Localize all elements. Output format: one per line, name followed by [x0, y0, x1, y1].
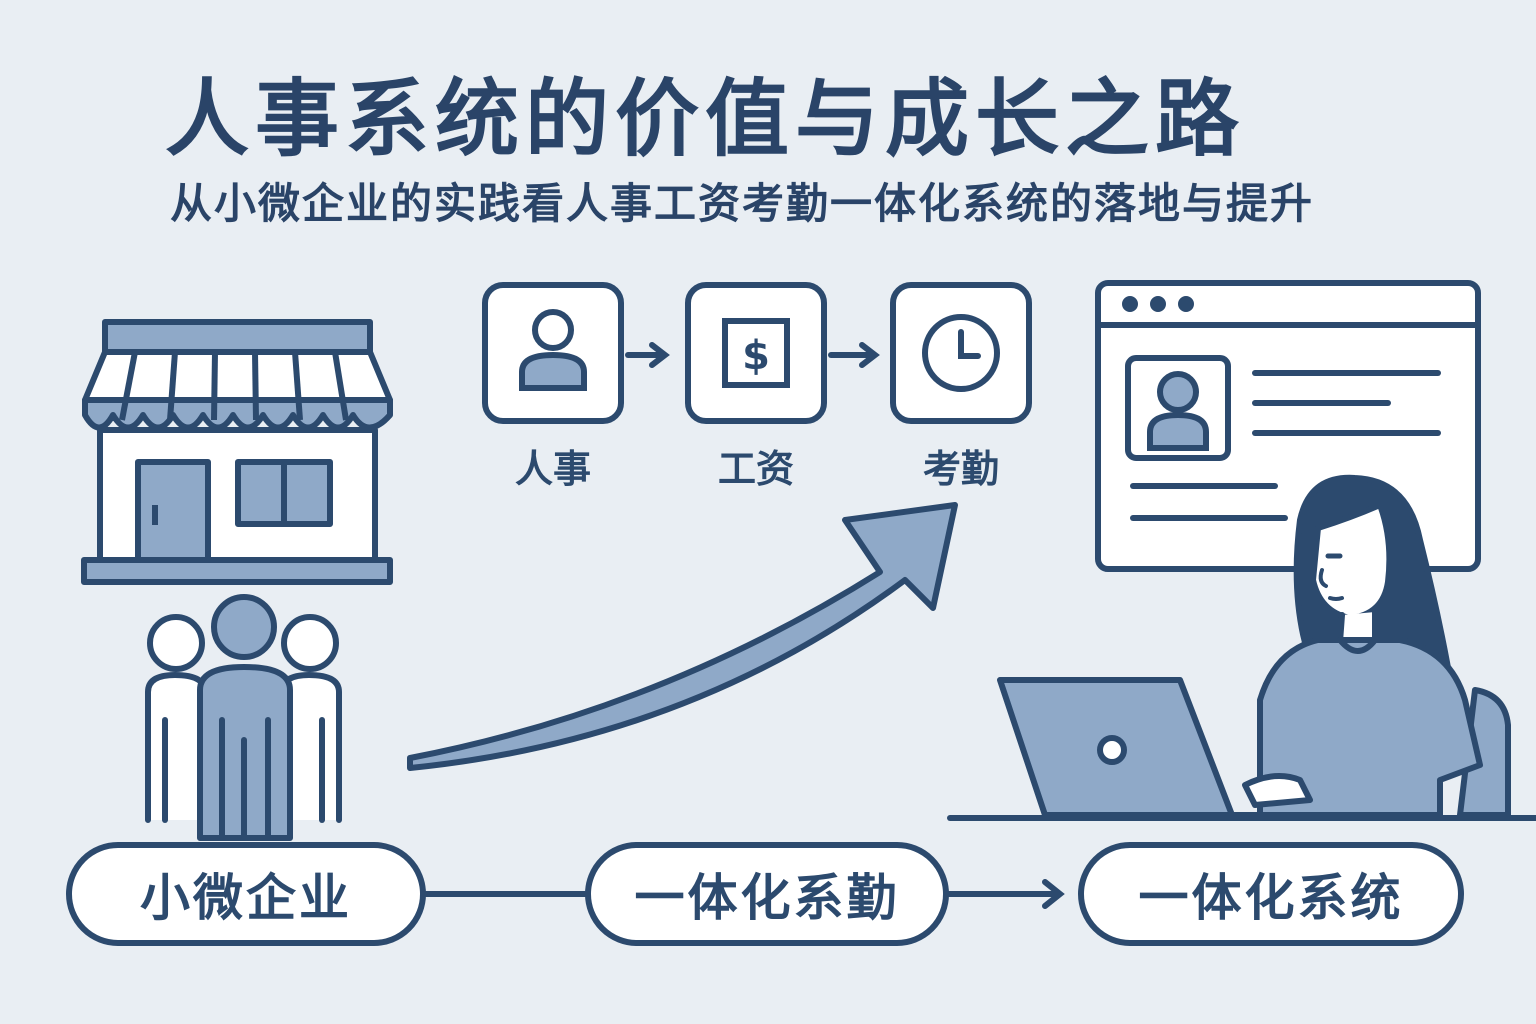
- woman-at-laptop: [947, 474, 1536, 821]
- module-label-attendance: 考勤: [922, 447, 999, 491]
- people-group-icon: [145, 594, 342, 841]
- stage-pill-small-business: 小微企业: [66, 842, 426, 946]
- dollar-icon: $: [722, 318, 790, 388]
- stage-pill-integrated-system: 一体化系统: [1078, 842, 1464, 946]
- clock-icon: [922, 314, 1000, 392]
- stage-pill-integrated-attendance: 一体化系勤: [585, 842, 949, 946]
- svg-text:$: $: [742, 333, 770, 379]
- module-label-payroll: 工资: [717, 447, 794, 491]
- profile-avatar-icon: [1147, 371, 1209, 451]
- growth-arrow: [407, 502, 958, 771]
- storefront-icon: [81, 319, 393, 585]
- stage-connectors: [422, 879, 1065, 909]
- page-title: 人事系统的价值与成长之路: [165, 70, 1246, 168]
- module-arrows: [625, 342, 880, 368]
- module-box-hr: [482, 282, 624, 424]
- module-label-hr: 人事: [514, 447, 591, 491]
- page-subtitle: 从小微企业的实践看人事工资考勤一体化系统的落地与提升: [170, 179, 1315, 228]
- user-icon: [519, 309, 587, 391]
- module-box-payroll: $: [685, 282, 827, 424]
- browser-window: [1095, 280, 1481, 572]
- module-box-attendance: [890, 282, 1032, 424]
